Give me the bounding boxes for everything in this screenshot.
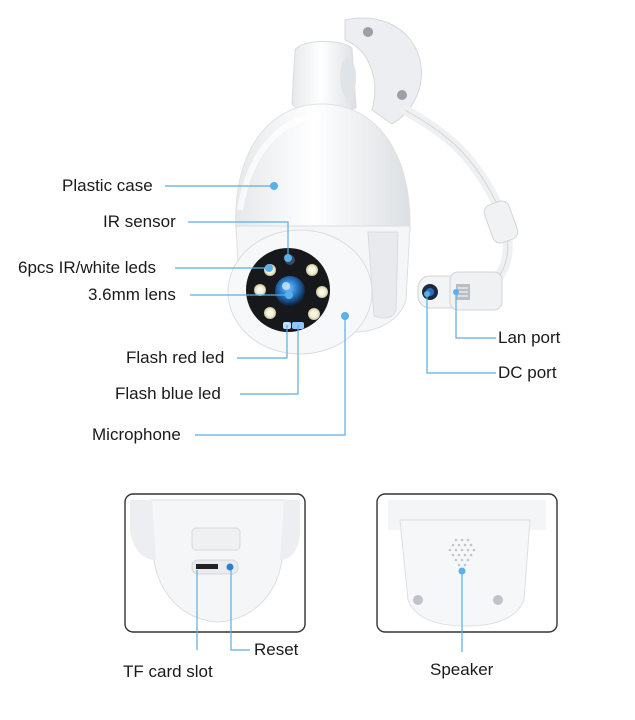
port-connectors — [417, 271, 503, 311]
inset-bottom-view — [124, 493, 306, 651]
label-microphone: Microphone — [92, 425, 181, 444]
label-lan-port: Lan port — [498, 328, 561, 347]
label-flash-blue-led: Flash blue led — [115, 384, 221, 403]
inset-speaker-view — [376, 493, 558, 652]
cable — [400, 105, 513, 290]
lens — [275, 276, 305, 306]
label-ir-sensor: IR sensor — [103, 212, 176, 231]
label-ir-white-leds: 6pcs IR/white leds — [18, 258, 156, 277]
label-lens: 3.6mm lens — [88, 285, 176, 304]
label-speaker: Speaker — [430, 660, 494, 679]
plastic-case — [235, 103, 411, 231]
speaker-grille — [448, 538, 476, 567]
label-dc-port: DC port — [498, 363, 557, 382]
label-tf-card-slot: TF card slot — [123, 662, 213, 681]
label-plastic-case: Plastic case — [62, 176, 153, 195]
label-flash-red-led: Flash red led — [126, 348, 225, 367]
reset-button — [226, 563, 234, 571]
wall-mount — [291, 17, 422, 125]
ir-white-leds — [254, 264, 328, 320]
leader-lines — [165, 182, 496, 436]
main-camera — [227, 17, 519, 355]
label-reset: Reset — [254, 640, 299, 659]
tf-card-slot — [196, 564, 218, 569]
